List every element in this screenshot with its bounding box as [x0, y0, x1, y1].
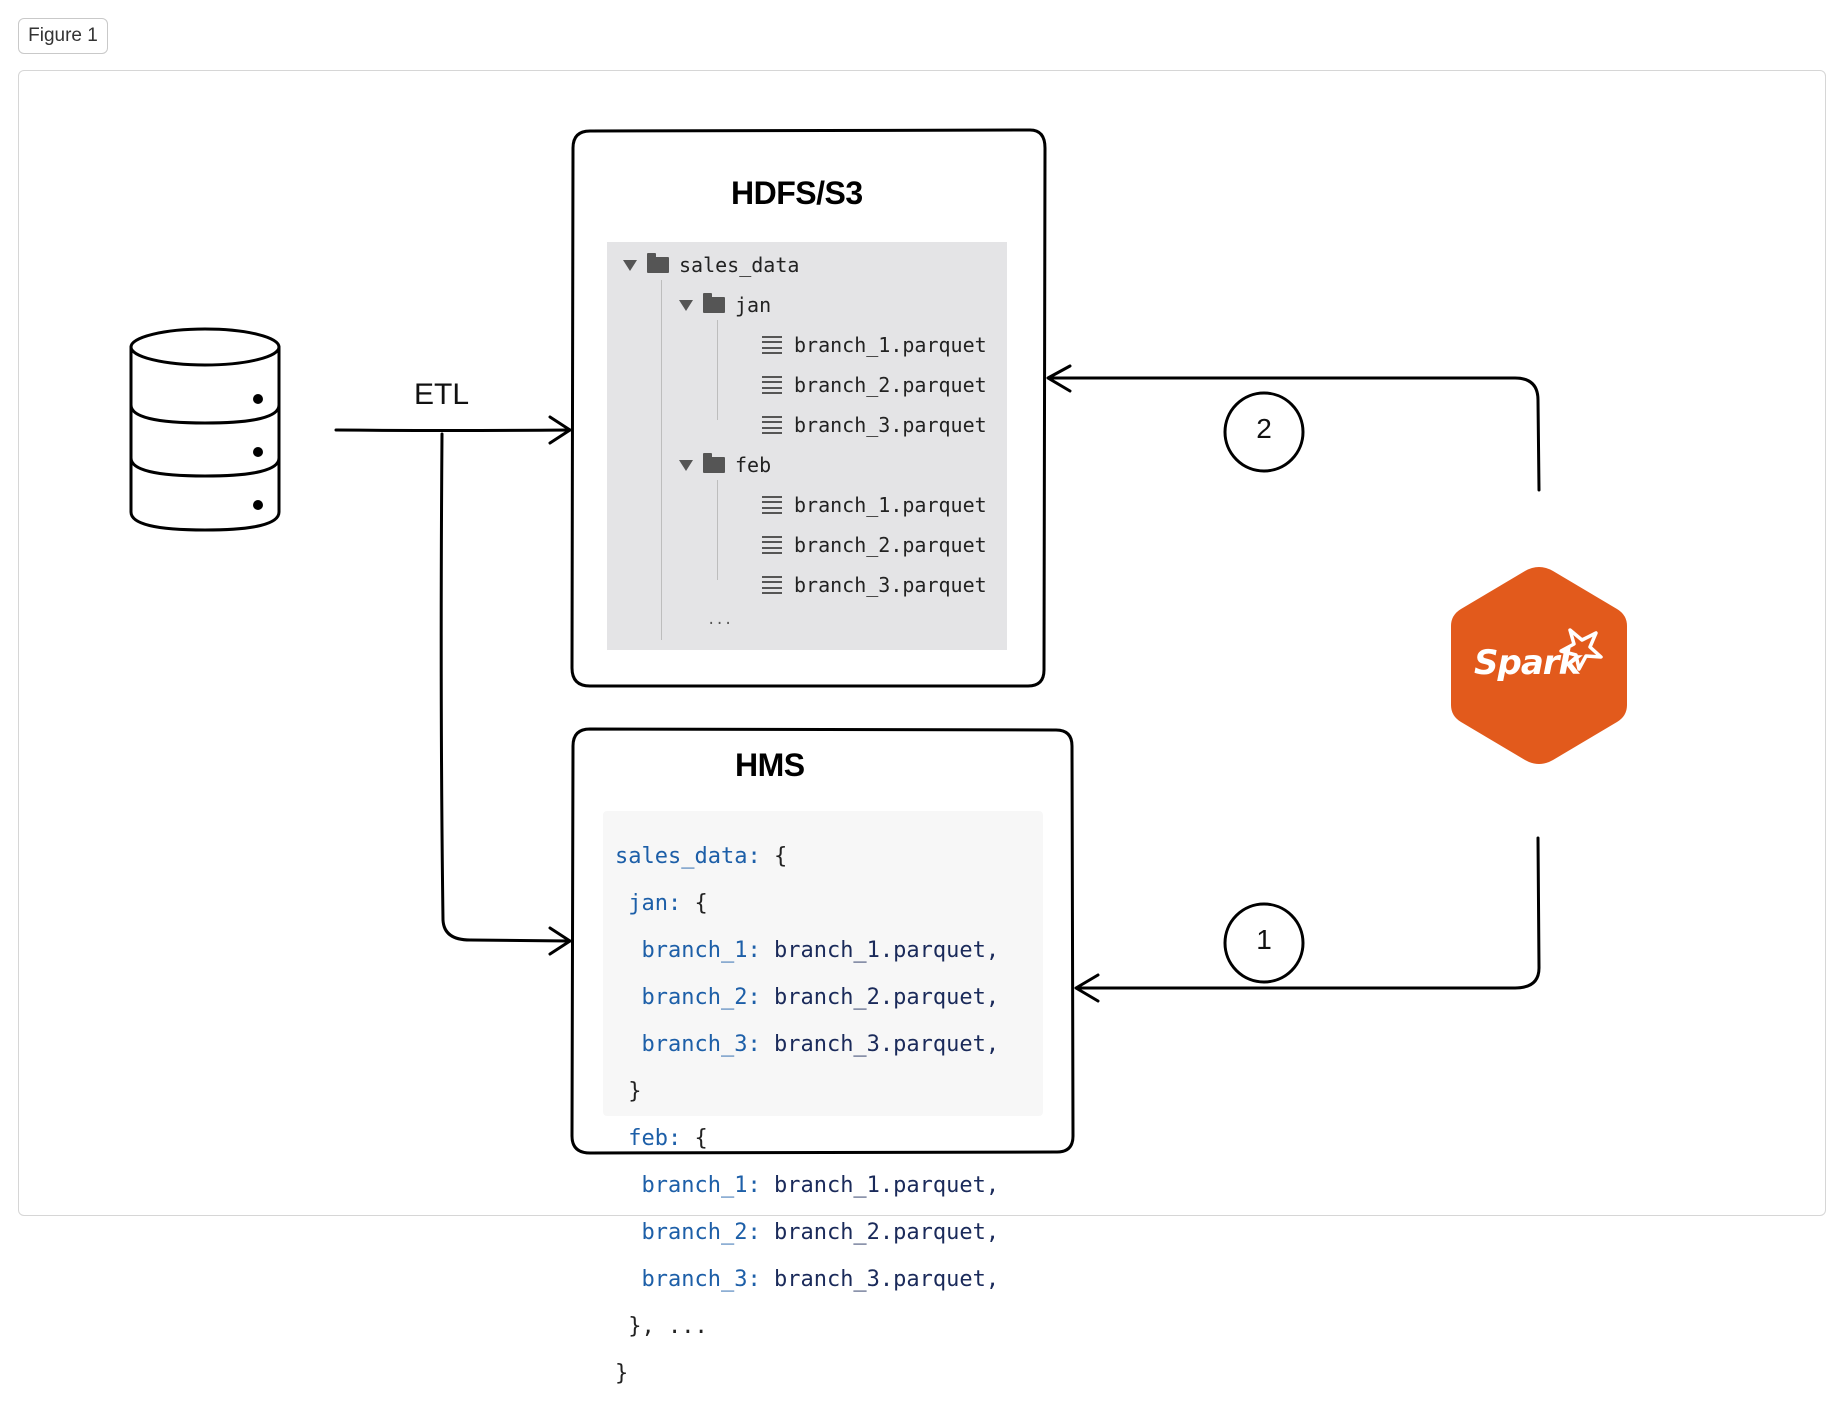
hdfs-box-outline [570, 128, 1047, 688]
code-key: branch_2: [641, 1219, 761, 1245]
tree-root-label: sales_data [679, 253, 800, 277]
code-key: branch_1: [641, 1172, 761, 1198]
tree-folder-label: jan [735, 293, 772, 317]
file-icon [762, 535, 782, 555]
step-1-label: 1 [1256, 924, 1272, 955]
spark-arrow-to-hdfs [1048, 376, 1541, 492]
file-icon [762, 375, 782, 395]
spark-logo-icon [1451, 567, 1627, 764]
tree-file-row[interactable]: branch_3.parquet [762, 410, 987, 440]
code-key: branch_3: [641, 1266, 761, 1292]
etl-label: ETL [414, 378, 470, 411]
tree-file-row[interactable]: branch_1.parquet [762, 490, 987, 520]
code-value: branch_2.parquet, [760, 984, 1000, 1010]
expand-triangle-icon[interactable] [623, 259, 637, 271]
step-1-circle [1223, 902, 1305, 984]
code-punct: { [760, 843, 788, 869]
tree-file-row[interactable]: branch_2.parquet [762, 370, 987, 400]
etl-arrow-to-hdfs [334, 428, 572, 432]
tree-root-row[interactable]: sales_data [623, 250, 799, 280]
tree-folder-row[interactable]: feb [679, 450, 771, 480]
tree-file-row[interactable]: branch_3.parquet [762, 570, 987, 600]
code-value: branch_3.parquet, [760, 1266, 1000, 1292]
step-2-label: 2 [1256, 413, 1272, 444]
tree-file-label: branch_1.parquet [794, 333, 987, 357]
hms-code-block: sales_data: { jan: { branch_1: branch_1.… [603, 811, 1043, 1385]
code-punct: } [615, 1360, 629, 1386]
spark-logo-text: Spark [1474, 643, 1581, 683]
code-punct: { [681, 1125, 708, 1151]
tree-file-row[interactable]: branch_2.parquet [762, 530, 987, 560]
tree-file-label: branch_2.parquet [794, 533, 987, 557]
file-icon [762, 495, 782, 515]
code-key: branch_1: [641, 937, 761, 963]
code-key: sales_data: [615, 843, 761, 869]
hms-title: HMS [735, 747, 805, 783]
expand-triangle-icon[interactable] [679, 459, 693, 471]
tree-folder-label: feb [735, 453, 772, 477]
code-punct: } [628, 1078, 642, 1104]
tree-guide-line [717, 320, 718, 420]
hdfs-file-tree: sales_data jan branch_1.parquet branch_2… [607, 242, 1007, 650]
file-icon [762, 575, 782, 595]
hdfs-title: HDFS/S3 [731, 175, 863, 211]
hms-box-outline [570, 727, 1075, 1155]
tree-ellipsis: ... [707, 612, 733, 628]
folder-icon [703, 453, 725, 473]
code-key: branch_2: [641, 984, 761, 1010]
figure-label[interactable]: Figure 1 [18, 18, 108, 54]
code-key: feb: [628, 1125, 682, 1151]
code-key: branch_3: [641, 1031, 761, 1057]
code-punct: { [681, 890, 708, 916]
database-icon [129, 327, 281, 532]
etl-arrow-to-hms [439, 432, 572, 943]
tree-file-label: branch_2.parquet [794, 373, 987, 397]
code-value: branch_1.parquet, [760, 937, 1000, 963]
code-punct: }, ... [628, 1313, 708, 1339]
folder-icon [647, 253, 669, 273]
code-value: branch_3.parquet, [760, 1031, 1000, 1057]
file-icon [762, 415, 782, 435]
tree-file-row[interactable]: branch_1.parquet [762, 330, 987, 360]
file-icon [762, 335, 782, 355]
tree-guide-line [717, 480, 718, 580]
code-value: branch_1.parquet, [760, 1172, 1000, 1198]
step-2-circle [1223, 391, 1305, 473]
code-key: jan: [628, 890, 682, 916]
code-value: branch_2.parquet, [760, 1219, 1000, 1245]
folder-icon [703, 293, 725, 313]
diagram-canvas [129, 128, 1627, 1155]
tree-folder-row[interactable]: jan [679, 290, 771, 320]
expand-triangle-icon[interactable] [679, 299, 693, 311]
spark-arrow-to-hms [1076, 836, 1541, 990]
tree-guide-line [661, 280, 662, 640]
tree-file-label: branch_3.parquet [794, 413, 987, 437]
tree-file-label: branch_3.parquet [794, 573, 987, 597]
tree-file-label: branch_1.parquet [794, 493, 987, 517]
